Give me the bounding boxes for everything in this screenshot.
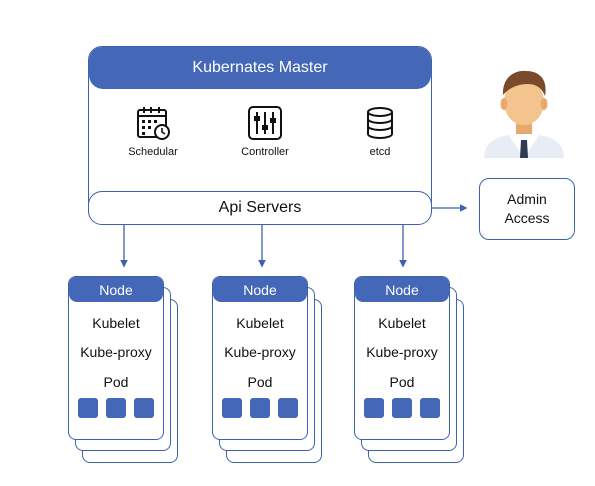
kubelet-label: Kubelet [92, 315, 140, 331]
node-card: Node Kubelet Kube-proxy Pod [212, 276, 308, 440]
calendar-clock-icon [137, 107, 170, 140]
schedular-component: Schedular [108, 105, 198, 158]
etcd-label: etcd [369, 146, 391, 158]
kube-proxy-label: Kube-proxy [224, 344, 296, 360]
sliders-icon [248, 106, 282, 140]
api-servers-box: Api Servers [88, 191, 432, 225]
pod-group [69, 398, 163, 418]
pod-group [213, 398, 307, 418]
node-card: Node Kubelet Kube-proxy Pod [354, 276, 450, 440]
node-title: Node [213, 277, 307, 302]
pod-group [355, 398, 449, 418]
pod-square [78, 398, 98, 418]
kube-proxy-label: Kube-proxy [80, 344, 152, 360]
admin-line1: Admin [507, 191, 547, 207]
pod-square [392, 398, 412, 418]
pod-square [420, 398, 440, 418]
user-avatar-icon [484, 70, 564, 158]
kubelet-label: Kubelet [378, 315, 426, 331]
node-title: Node [69, 277, 163, 302]
pod-label: Pod [103, 374, 129, 390]
pod-square [364, 398, 384, 418]
node-stack-2: Node Kubelet Kube-proxy Pod [212, 276, 332, 466]
kubelet-label: Kubelet [236, 315, 284, 331]
admin-line2: Access [504, 210, 550, 226]
node-stack-3: Node Kubelet Kube-proxy Pod [354, 276, 474, 466]
controller-component: Controller [220, 105, 310, 158]
pod-label: Pod [389, 374, 415, 390]
controller-label: Controller [241, 146, 289, 158]
admin-access-box: Admin Access [479, 178, 575, 240]
node-stack-1: Node Kubelet Kube-proxy Pod [68, 276, 188, 466]
pod-label: Pod [247, 374, 273, 390]
pod-square [106, 398, 126, 418]
schedular-label: Schedular [128, 146, 178, 158]
etcd-component: etcd [335, 105, 425, 158]
pod-square [278, 398, 298, 418]
api-servers-label: Api Servers [218, 199, 302, 216]
database-icon [367, 107, 393, 139]
node-card: Node Kubelet Kube-proxy Pod [68, 276, 164, 440]
pod-square [134, 398, 154, 418]
kube-proxy-label: Kube-proxy [366, 344, 438, 360]
node-title: Node [355, 277, 449, 302]
master-title: Kubernates Master [89, 47, 431, 89]
pod-square [250, 398, 270, 418]
pod-square [222, 398, 242, 418]
